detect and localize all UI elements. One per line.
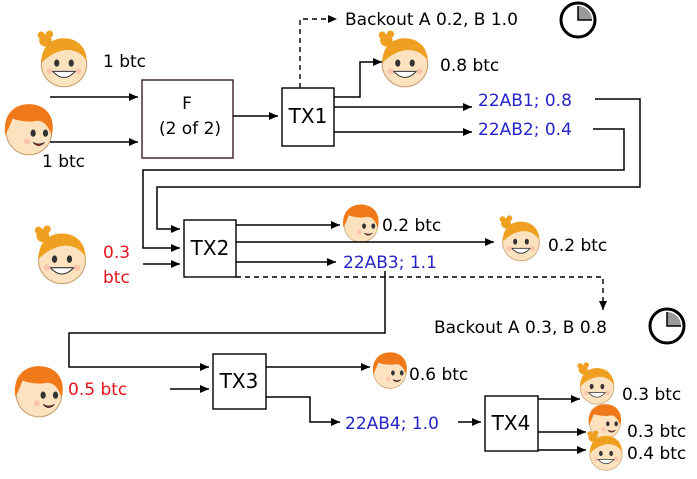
tx4-girl1-amount: 0.3 btc (622, 385, 681, 405)
tx3-label: TX3 (219, 369, 259, 393)
girl-avatar-tx4-out1 (577, 362, 615, 405)
address-22ab4: 22AB4; 1.0 (345, 414, 439, 434)
girl-avatar-a (37, 30, 88, 88)
input-tx2-amount-line2: btc (103, 268, 130, 288)
timelock-clock-icon-1 (559, 1, 597, 39)
arrow-tx1-to-girl (334, 58, 382, 98)
boy-avatar-tx3-out (372, 351, 408, 389)
tx2-box (183, 219, 237, 278)
input-b-amount: 1 btc (42, 152, 85, 172)
address-22ab3: 22AB3; 1.1 (343, 253, 437, 273)
arrow-22ab2-to-tx2 (142, 128, 625, 252)
input-a-amount: 1 btc (103, 52, 146, 72)
boy-avatar-tx2-out (342, 204, 380, 243)
backout-tx2-text: Backout A 0.3, B 0.8 (434, 318, 607, 338)
address-22ab1: 22AB1; 0.8 (478, 91, 572, 111)
boy-avatar-tx3-in (14, 365, 64, 418)
tx1-label: TX1 (288, 104, 328, 128)
backout-tx1-text: Backout A 0.2, B 1.0 (345, 10, 518, 30)
input-tx3-amount: 0.5 btc (68, 380, 127, 400)
timelock-clock-icon-2 (648, 307, 686, 345)
tx1-girl-amount: 0.8 btc (440, 56, 499, 76)
tx4-box (484, 395, 539, 452)
girl-avatar-tx4-out3 (586, 430, 623, 471)
tx4-label: TX4 (491, 411, 531, 435)
tx2-label: TX2 (190, 236, 230, 260)
tx3-box (212, 353, 267, 410)
tx3-boy-amount: 0.6 btc (409, 365, 468, 385)
arrow-22ab3-to-tx3 (68, 271, 386, 371)
address-22ab2: 22AB2; 0.4 (478, 120, 572, 140)
tx2-boy-amount: 0.2 btc (382, 216, 441, 236)
funding-box-sub: (2 of 2) (159, 119, 221, 139)
funding-box-label: F (182, 94, 192, 114)
boy-avatar-b (4, 103, 54, 156)
funding-box-f (141, 79, 234, 159)
tx2-girl-amount: 0.2 btc (548, 236, 607, 256)
arrow-tx2-backout (236, 276, 607, 310)
girl-avatar-tx2-in (34, 225, 87, 285)
arrow-tx1-backout (299, 15, 337, 88)
tx4-boy-amount: 0.3 btc (627, 422, 686, 442)
arrow-22ab1-to-tx2 (156, 98, 641, 233)
arrow-tx3-to-22ab4 (266, 396, 340, 426)
tx4-girl2-amount: 0.4 btc (627, 444, 686, 464)
tx1-box (281, 87, 335, 147)
input-tx2-amount-line1: 0.3 (103, 243, 130, 263)
girl-avatar-tx1-out (378, 30, 429, 88)
girl-avatar-tx2-out (499, 215, 540, 262)
